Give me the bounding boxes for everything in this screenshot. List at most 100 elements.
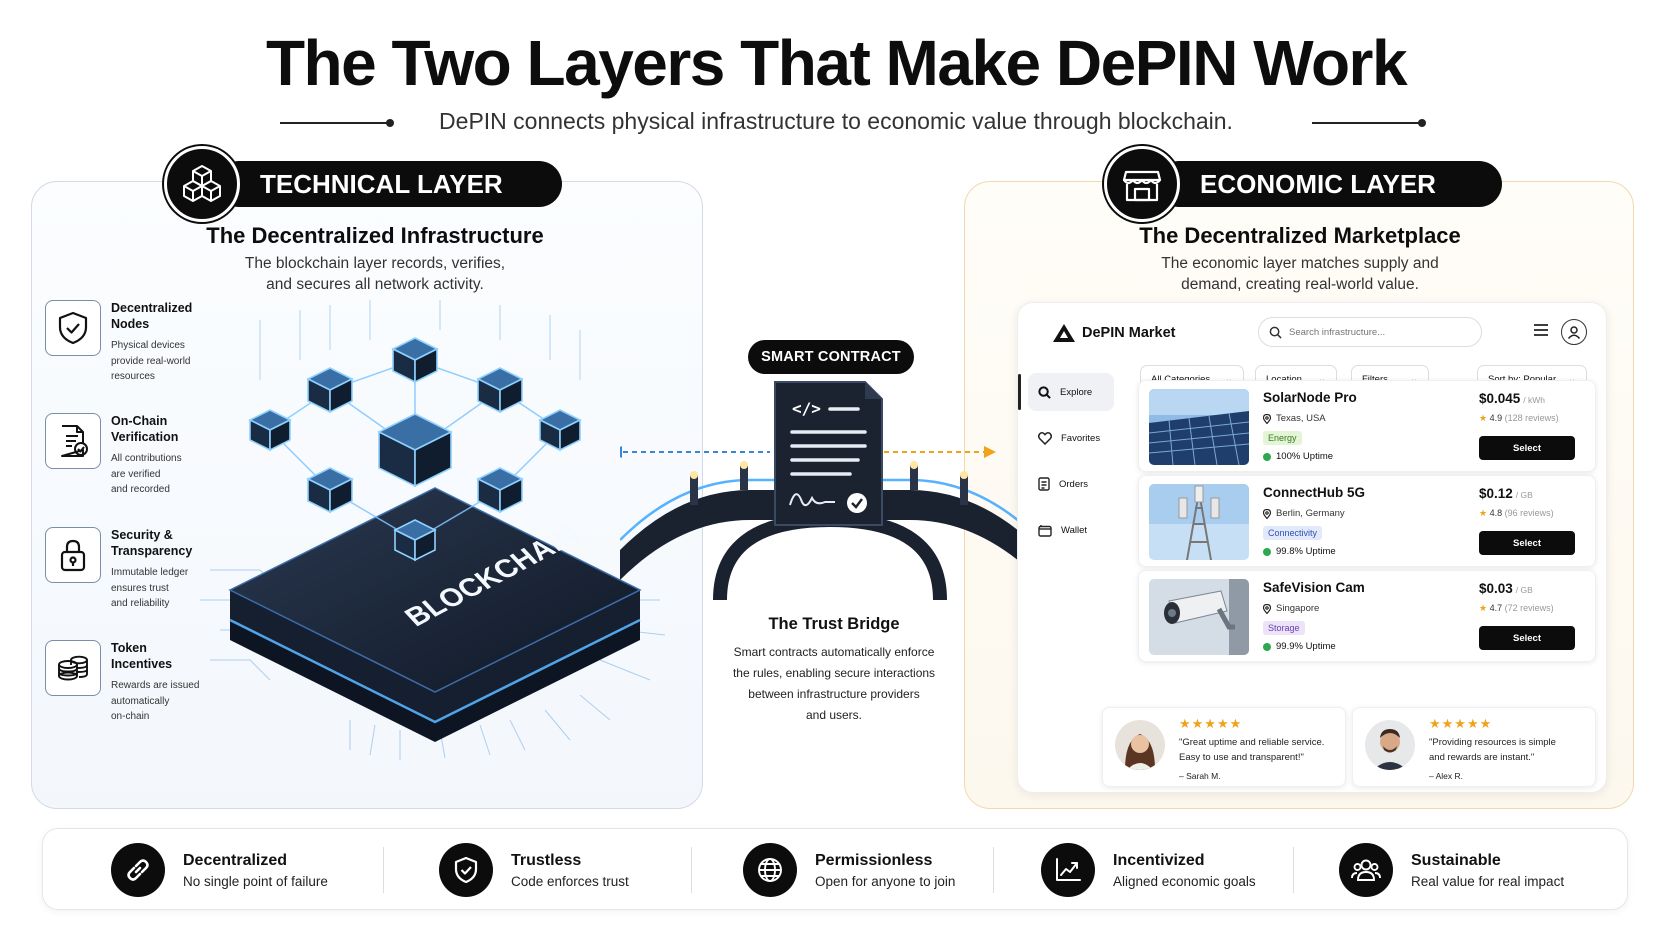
uptime-status: 99.9% Uptime — [1263, 641, 1336, 652]
divider — [1293, 847, 1294, 893]
feature-desc: on-chain — [111, 711, 150, 722]
chevron-down-icon: ⌄ — [1410, 373, 1418, 385]
listing-card: SolarNode Pro Texas, USA Energy 100% Upt… — [1138, 380, 1596, 472]
block-cube — [476, 467, 524, 514]
trust-bridge-title: The Trust Bridge — [768, 615, 900, 633]
principle-desc: Aligned economic goals — [1113, 873, 1256, 889]
block-cube — [306, 467, 354, 514]
heart-icon — [1038, 431, 1052, 445]
users-icon — [1339, 843, 1393, 897]
uptime-text: 99.9% Uptime — [1276, 641, 1336, 652]
feature-title-l2: Nodes — [111, 317, 150, 331]
chart-up-icon — [1041, 843, 1095, 897]
filter-label: Location — [1266, 373, 1302, 385]
category-tag: Storage — [1263, 621, 1305, 635]
sidebar-active-indicator — [1018, 374, 1021, 410]
link-icon — [111, 843, 165, 897]
block-cube — [377, 413, 453, 488]
sidebar-item-orders[interactable]: Orders — [1028, 465, 1114, 503]
block-cube — [306, 367, 354, 414]
location-text: Berlin, Germany — [1276, 508, 1345, 519]
economic-desc-line1: The economic layer matches supply and — [1161, 255, 1439, 272]
principle-title: Permissionless — [815, 851, 933, 869]
review-count: (72 reviews) — [1504, 603, 1554, 613]
coins-icon — [45, 640, 101, 696]
review-text: Easy to use and transparent!" — [1179, 752, 1304, 763]
location-text: Texas, USA — [1276, 413, 1326, 424]
price-value: $0.045 — [1479, 391, 1521, 406]
block-cube — [393, 519, 437, 562]
trust-bridge-block: The Trust Bridge Smart contracts automat… — [700, 615, 968, 726]
feature-desc: All contributions — [111, 453, 182, 464]
subtitle-row: DePIN connects physical infrastructure t… — [0, 106, 1672, 140]
market-logo[interactable]: DePIN Market — [1052, 323, 1175, 343]
feature-desc: resources — [111, 371, 155, 382]
listing-name[interactable]: SafeVision Cam — [1263, 580, 1365, 595]
user-profile-icon[interactable] — [1561, 319, 1587, 345]
select-button[interactable]: Select — [1479, 531, 1575, 555]
rating-stars: ★★★★★ — [1179, 716, 1243, 731]
search-icon — [1038, 385, 1051, 399]
market-search[interactable] — [1258, 317, 1482, 347]
listing-location: Texas, USA — [1263, 413, 1326, 424]
economic-layer-label: ECONOMIC LAYER — [1156, 161, 1502, 207]
location-pin-icon — [1263, 508, 1271, 519]
feature-title-l2: Verification — [111, 430, 179, 444]
listing-name[interactable]: ConnectHub 5G — [1263, 485, 1366, 500]
economic-heading: The Decentralized Marketplace — [1139, 223, 1461, 248]
listing-name[interactable]: SolarNode Pro — [1263, 390, 1357, 405]
review-count: (128 reviews) — [1504, 413, 1559, 423]
feature-desc: Physical devices — [111, 340, 185, 351]
rating-value: 4.7 — [1489, 603, 1503, 613]
sidebar-item-label: Explore — [1060, 386, 1093, 398]
listing-location: Berlin, Germany — [1263, 508, 1345, 519]
star-icon: ★ — [1479, 603, 1488, 613]
feature-desc: Rewards are issued — [111, 680, 200, 691]
listing-price: $0.045/ kWh — [1479, 391, 1545, 406]
feature-title-l2: Transparency — [111, 544, 193, 558]
feature-desc: provide real-world — [111, 355, 191, 367]
uptime-text: 99.8% Uptime — [1276, 546, 1336, 557]
sidebar-item-wallet[interactable]: Wallet — [1028, 511, 1114, 549]
listing-card: ConnectHub 5G Berlin, Germany Connectivi… — [1138, 475, 1596, 567]
price-value: $0.03 — [1479, 581, 1513, 596]
divider — [691, 847, 692, 893]
chevron-down-icon: ⌄ — [1225, 373, 1233, 385]
search-input[interactable] — [1289, 326, 1469, 338]
principle-title: Decentralized — [183, 851, 288, 869]
feature-desc: ensures trust — [111, 582, 169, 594]
hamburger-menu-icon[interactable] — [1533, 323, 1549, 337]
technical-desc-line2: and secures all network activity. — [266, 276, 484, 293]
block-cube — [538, 409, 582, 452]
sidebar-item-favorites[interactable]: Favorites — [1028, 419, 1114, 457]
price-value: $0.12 — [1479, 486, 1513, 501]
avatar — [1115, 720, 1165, 770]
sidebar-item-explore[interactable]: Explore — [1028, 373, 1114, 411]
location-pin-icon — [1263, 603, 1271, 614]
blockchain-illustration: BLOCKCHAIN — [200, 300, 666, 760]
uptime-text: 100% Uptime — [1276, 451, 1334, 462]
principle-desc: Open for anyone to join — [815, 873, 956, 889]
principle-title: Sustainable — [1411, 851, 1501, 869]
listing-rating: ★ 4.8 (96 reviews) — [1479, 508, 1554, 519]
shield-check-icon — [45, 300, 101, 356]
subtitle-line-left — [280, 119, 394, 127]
sort-label: Sort by: Popular — [1488, 373, 1557, 385]
feature-desc: and recorded — [111, 484, 170, 495]
trust-bridge-illustration: </> — [620, 381, 1040, 601]
rating-stars: ★★★★★ — [1429, 716, 1493, 731]
wallet-icon — [1038, 524, 1052, 537]
review-text: "Providing resources is simple — [1429, 737, 1556, 748]
trust-bridge-desc: Smart contracts automatically enforce — [733, 645, 935, 659]
select-button[interactable]: Select — [1479, 626, 1575, 650]
search-icon — [1269, 326, 1282, 339]
status-dot-icon — [1263, 547, 1271, 556]
listing-card: SafeVision Cam Singapore Storage 99.9% U… — [1138, 570, 1596, 662]
block-cube — [248, 409, 292, 452]
market-brand: DePIN Market — [1082, 325, 1176, 341]
listing-rating: ★ 4.7 (72 reviews) — [1479, 603, 1554, 614]
select-button[interactable]: Select — [1479, 436, 1575, 460]
principle-desc: Code enforces trust — [511, 873, 629, 889]
